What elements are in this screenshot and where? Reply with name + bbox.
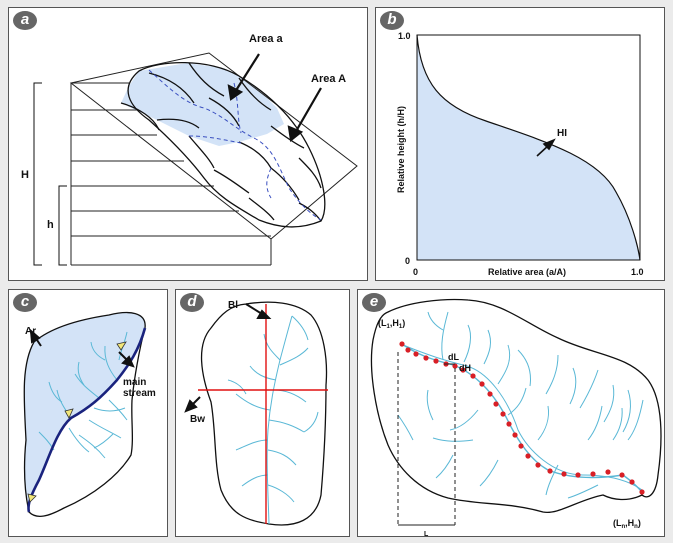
node bbox=[518, 443, 524, 449]
hi-label: HI bbox=[557, 128, 567, 139]
left-bank-fill bbox=[24, 312, 146, 512]
node bbox=[423, 355, 429, 361]
h-label: h bbox=[47, 219, 54, 231]
panel-a-badge: a bbox=[13, 11, 37, 30]
y-tick-top: 1.0 bbox=[398, 31, 411, 41]
node bbox=[405, 347, 411, 353]
node bbox=[460, 367, 466, 373]
main-stream bbox=[27, 327, 147, 513]
node bbox=[399, 341, 405, 347]
L-label: L bbox=[424, 531, 429, 538]
stream-nodes bbox=[399, 341, 645, 495]
node bbox=[470, 373, 476, 379]
panel-e: e bbox=[357, 289, 665, 538]
bl-label: Bl bbox=[228, 300, 238, 311]
node bbox=[575, 472, 581, 478]
dl-label: dL bbox=[448, 352, 459, 362]
main-stream-label-2: stream bbox=[123, 388, 156, 399]
basin-outline bbox=[370, 298, 662, 514]
main-stream-label-1: main bbox=[123, 377, 146, 388]
area-A-label: Area A bbox=[311, 73, 346, 85]
node bbox=[433, 358, 439, 364]
node bbox=[506, 421, 512, 427]
tributaries bbox=[397, 311, 644, 499]
x-axis-label: Relative area (a/A) bbox=[488, 267, 566, 277]
arrows bbox=[29, 328, 135, 368]
contour-planes bbox=[69, 52, 358, 266]
node bbox=[493, 401, 499, 407]
curve-area-fill bbox=[417, 35, 640, 260]
node bbox=[547, 468, 553, 474]
y-axis-label: Relative height (h/H) bbox=[396, 106, 406, 193]
area-a-label: Area a bbox=[249, 33, 284, 45]
panel-e-badge: e bbox=[362, 293, 386, 312]
bw-label: Bw bbox=[190, 414, 205, 425]
panel-d-badge: d bbox=[180, 293, 204, 312]
node bbox=[512, 432, 518, 438]
node bbox=[525, 453, 531, 459]
node bbox=[487, 391, 493, 397]
basin-outline bbox=[23, 312, 146, 518]
x-tick-zero: 0 bbox=[413, 267, 418, 277]
basin-outline bbox=[200, 301, 328, 526]
panel-d: d Bl Bw bbox=[175, 289, 350, 537]
panel-a-diagram: Area a Area A H h bbox=[21, 33, 358, 266]
node bbox=[629, 479, 635, 485]
node bbox=[452, 363, 458, 369]
triangle-markers bbox=[27, 341, 127, 503]
panel-c-badge: c bbox=[13, 293, 37, 312]
panel-c: c Ar main stream bbox=[8, 289, 168, 537]
panel-b: b HI 1.0 0 0 1.0 Relative area (a/A) Rel… bbox=[375, 7, 665, 281]
start-coord-label: (L1,H1) bbox=[378, 318, 405, 330]
H-bracket bbox=[33, 82, 67, 266]
end-coord-label: (Ln,Hn) bbox=[613, 518, 641, 530]
dh-label: dH bbox=[459, 363, 471, 373]
node bbox=[535, 462, 541, 468]
node bbox=[619, 472, 625, 478]
area-arrows bbox=[227, 53, 322, 143]
area-a-shading bbox=[121, 63, 284, 146]
node bbox=[561, 471, 567, 477]
node bbox=[605, 469, 611, 475]
tributaries bbox=[227, 315, 319, 525]
y-tick-zero: 0 bbox=[405, 256, 410, 266]
node bbox=[500, 411, 506, 417]
arrows bbox=[184, 303, 272, 413]
red-axes bbox=[198, 304, 328, 524]
panel-b-badge: b bbox=[380, 11, 404, 30]
node bbox=[479, 381, 485, 387]
panel-d-diagram: Bl Bw bbox=[184, 300, 328, 526]
panel-e-diagram: L dL dH (L1,H1) (Ln,Hn) bbox=[370, 298, 662, 538]
plot-frame bbox=[416, 34, 641, 261]
panel-c-diagram: Ar main stream bbox=[23, 312, 156, 518]
hi-arrow bbox=[536, 138, 556, 157]
panel-a: a bbox=[8, 7, 368, 281]
projection-lines bbox=[397, 352, 456, 525]
node bbox=[590, 471, 596, 477]
node bbox=[413, 351, 419, 357]
x-tick-end: 1.0 bbox=[631, 267, 644, 277]
node bbox=[639, 489, 645, 495]
ar-label: Ar bbox=[25, 326, 36, 337]
dashed-streams bbox=[148, 69, 322, 221]
hypsometric-curve-chart: HI 1.0 0 0 1.0 Relative area (a/A) Relat… bbox=[396, 31, 644, 277]
H-label: H bbox=[21, 169, 29, 181]
